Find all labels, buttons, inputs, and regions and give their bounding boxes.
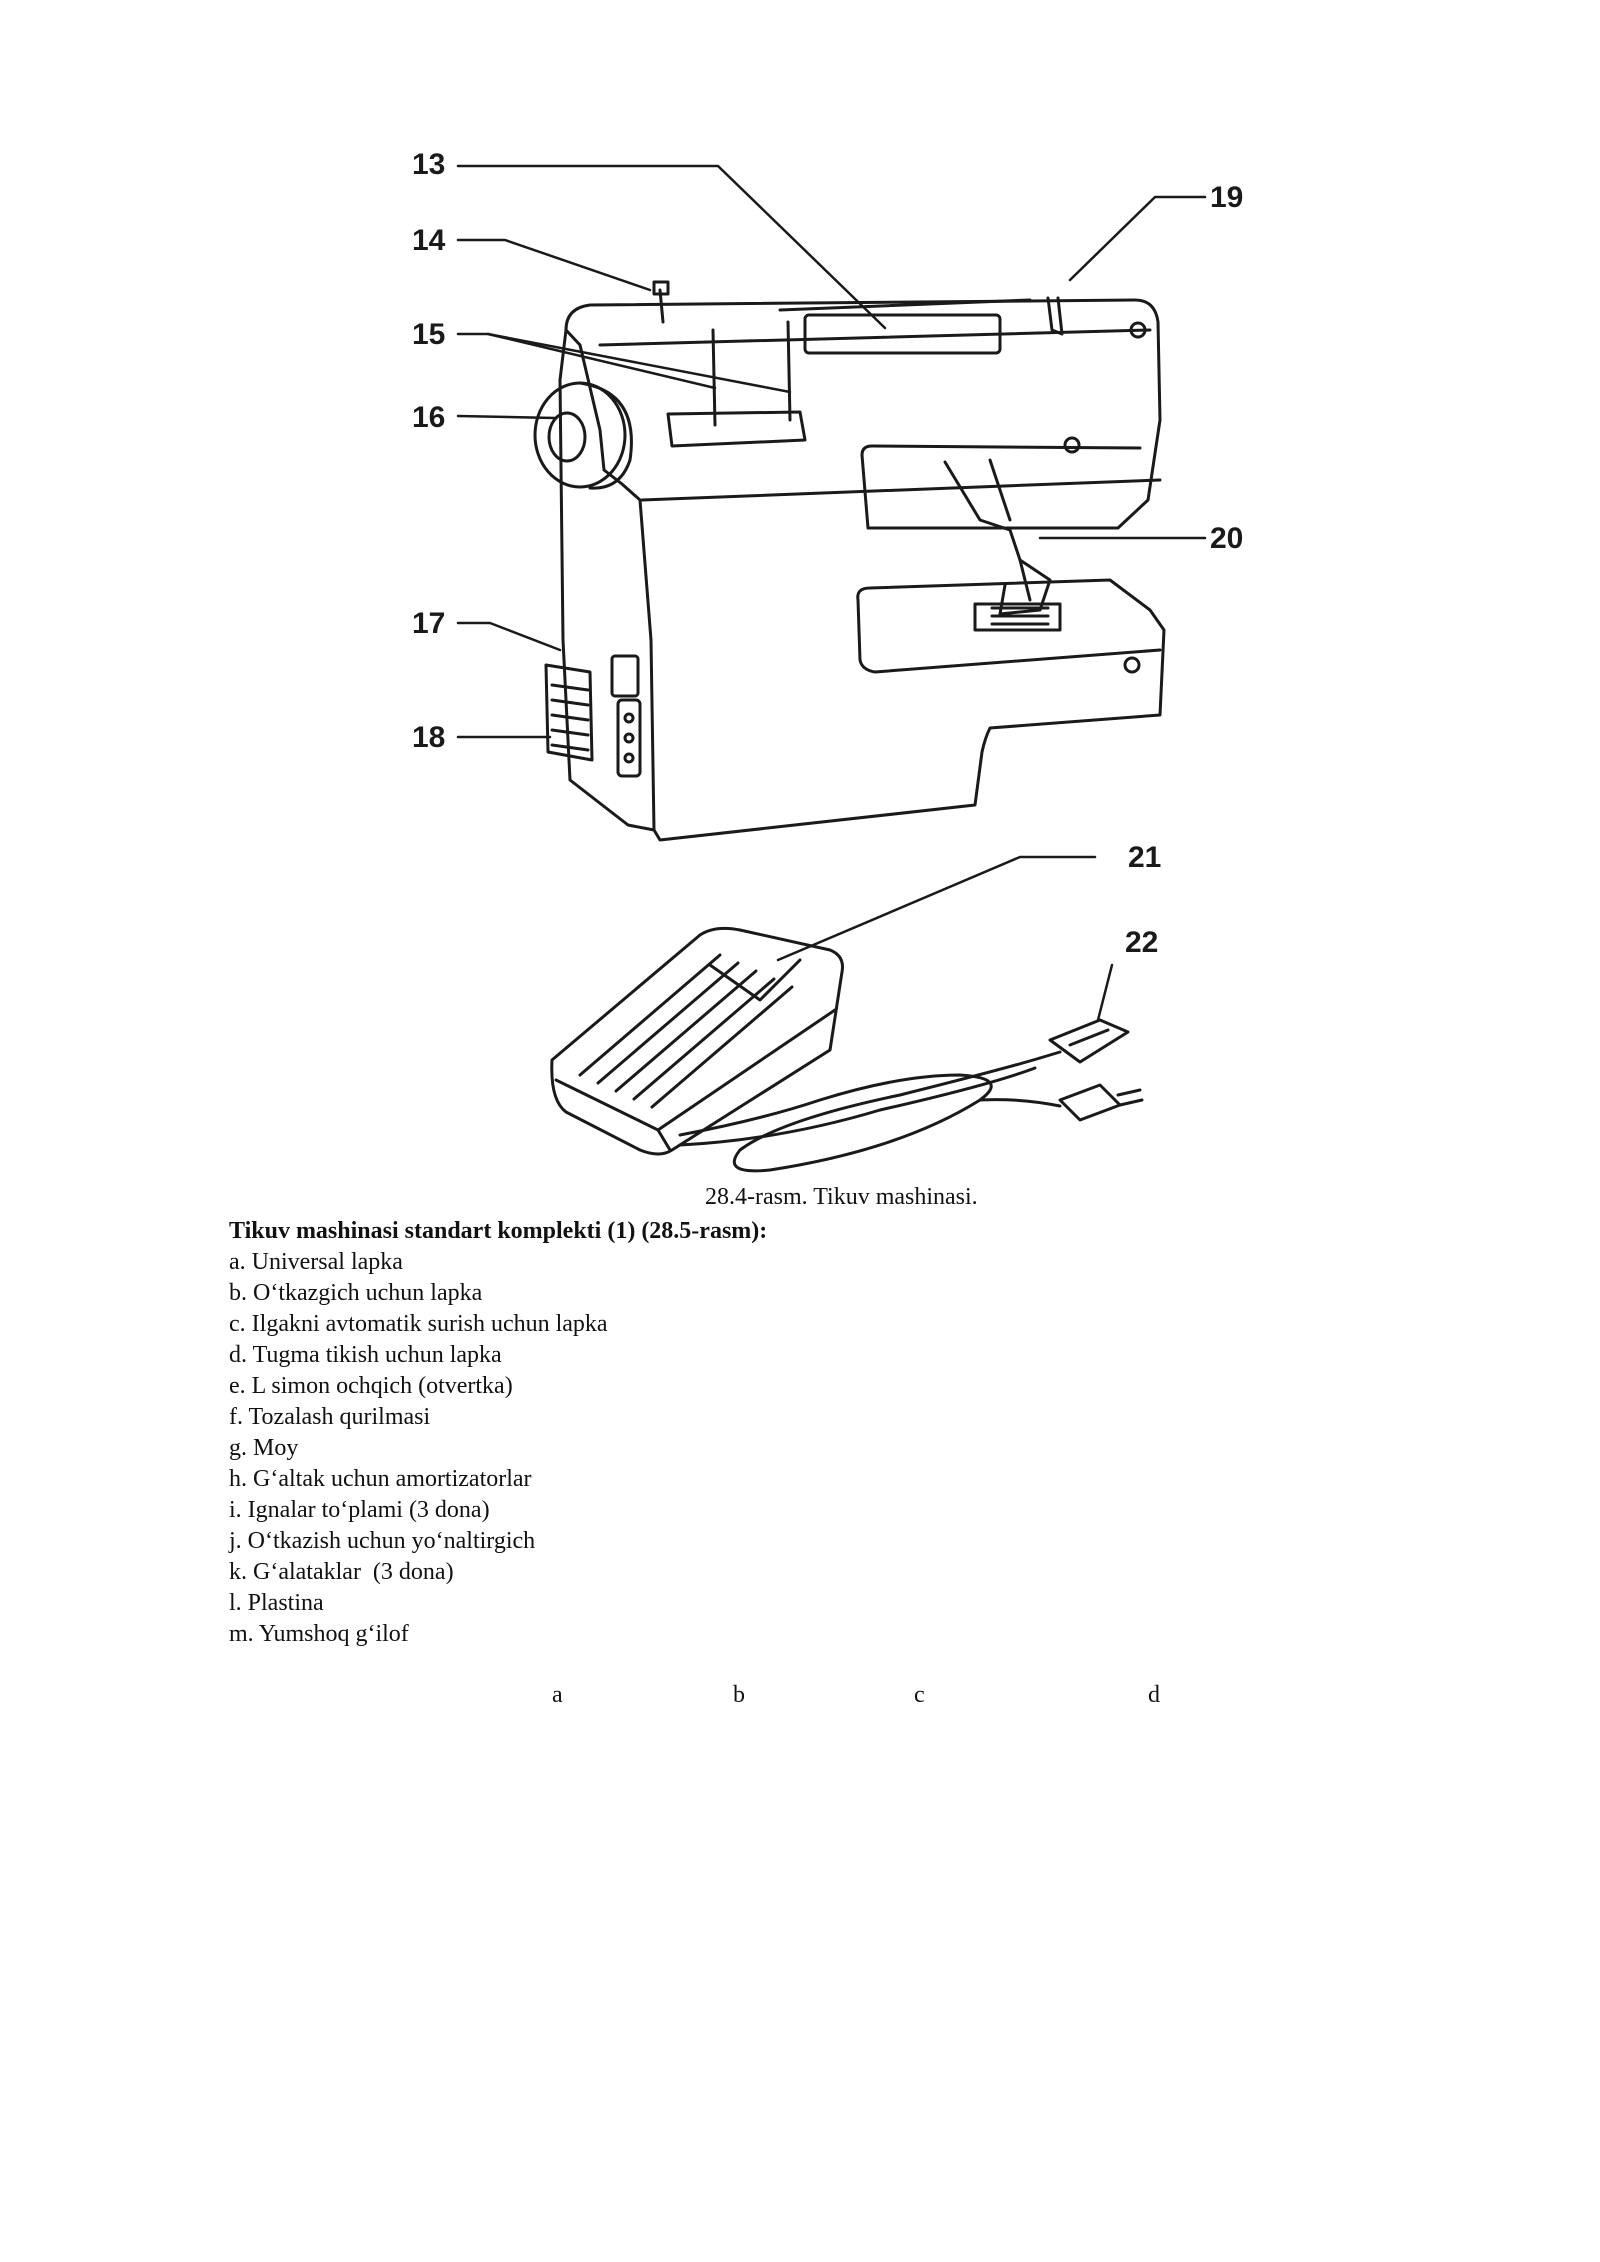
callout-17: 17 [412, 607, 445, 640]
callout-13: 13 [412, 148, 445, 181]
power-cord [678, 1050, 1062, 1173]
list-item: f. Tozalash qurilmasi [229, 1404, 431, 1430]
thread-take-up-lever [1046, 296, 1064, 336]
foot-pedal [550, 926, 844, 1156]
list-item: c. Ilgakni avtomatik surish uchun lapka [229, 1311, 608, 1337]
spool-pins [652, 280, 807, 448]
callout-numbers: 13 14 15 16 17 18 19 20 21 22 [412, 148, 1243, 959]
list-item: l. Plastina [229, 1590, 324, 1616]
callout-19: 19 [1210, 181, 1243, 214]
mains-plug [978, 1083, 1144, 1122]
subfigure-letter-row: a b c d [0, 1682, 1600, 1716]
subfigure-letter-c: c [914, 1682, 925, 1708]
list-item: j. O‘tkazish uchun yo‘naltirgich [229, 1528, 536, 1554]
subfigure-letter-d: d [1148, 1682, 1160, 1708]
list-item: g. Moy [229, 1435, 299, 1461]
callout-18: 18 [412, 721, 445, 754]
list-heading: Tikuv mashinasi standart komplekti (1) (… [229, 1218, 768, 1244]
power-switch-and-socket [610, 654, 642, 778]
sewing-machine-body [558, 298, 1166, 842]
list-item: i. Ignalar to‘plami (3 dona) [229, 1497, 490, 1523]
standard-kit-list: Tikuv mashinasi standart komplekti (1) (… [229, 1216, 767, 1650]
pedal-plug [1048, 1018, 1130, 1064]
list-item: b. O‘tkazgich uchun lapka [229, 1280, 483, 1306]
list-item: e. L simon ochqich (otvertka) [229, 1373, 513, 1399]
subfigure-letter-a: a [552, 1682, 563, 1708]
callout-15: 15 [412, 318, 445, 351]
list-item: a. Universal lapka [229, 1249, 403, 1275]
callout-21: 21 [1128, 841, 1161, 874]
handwheel [533, 381, 633, 490]
top-cover [803, 313, 1002, 355]
sewing-machine-illustration: 13 14 15 16 17 18 19 20 21 22 [412, 148, 1243, 1173]
list-item: k. G‘alataklar (3 dona) [229, 1559, 454, 1585]
side-vent [544, 663, 594, 762]
callout-leader-lines [456, 164, 1207, 1022]
callout-16: 16 [412, 401, 445, 434]
list-item: d. Tugma tikish uchun lapka [229, 1342, 502, 1368]
callout-22: 22 [1125, 926, 1158, 959]
list-item: h. G‘altak uchun amortizatorlar [229, 1466, 532, 1492]
callout-20: 20 [1210, 522, 1243, 555]
list-item: m. Yumshoq g‘ilof [229, 1621, 409, 1647]
subfigure-letter-b: b [733, 1682, 745, 1708]
needle-and-presser-foot [943, 458, 1062, 632]
figure-caption: 28.4-rasm. Tikuv mashinasi. [705, 1184, 978, 1210]
callout-14: 14 [412, 224, 446, 257]
